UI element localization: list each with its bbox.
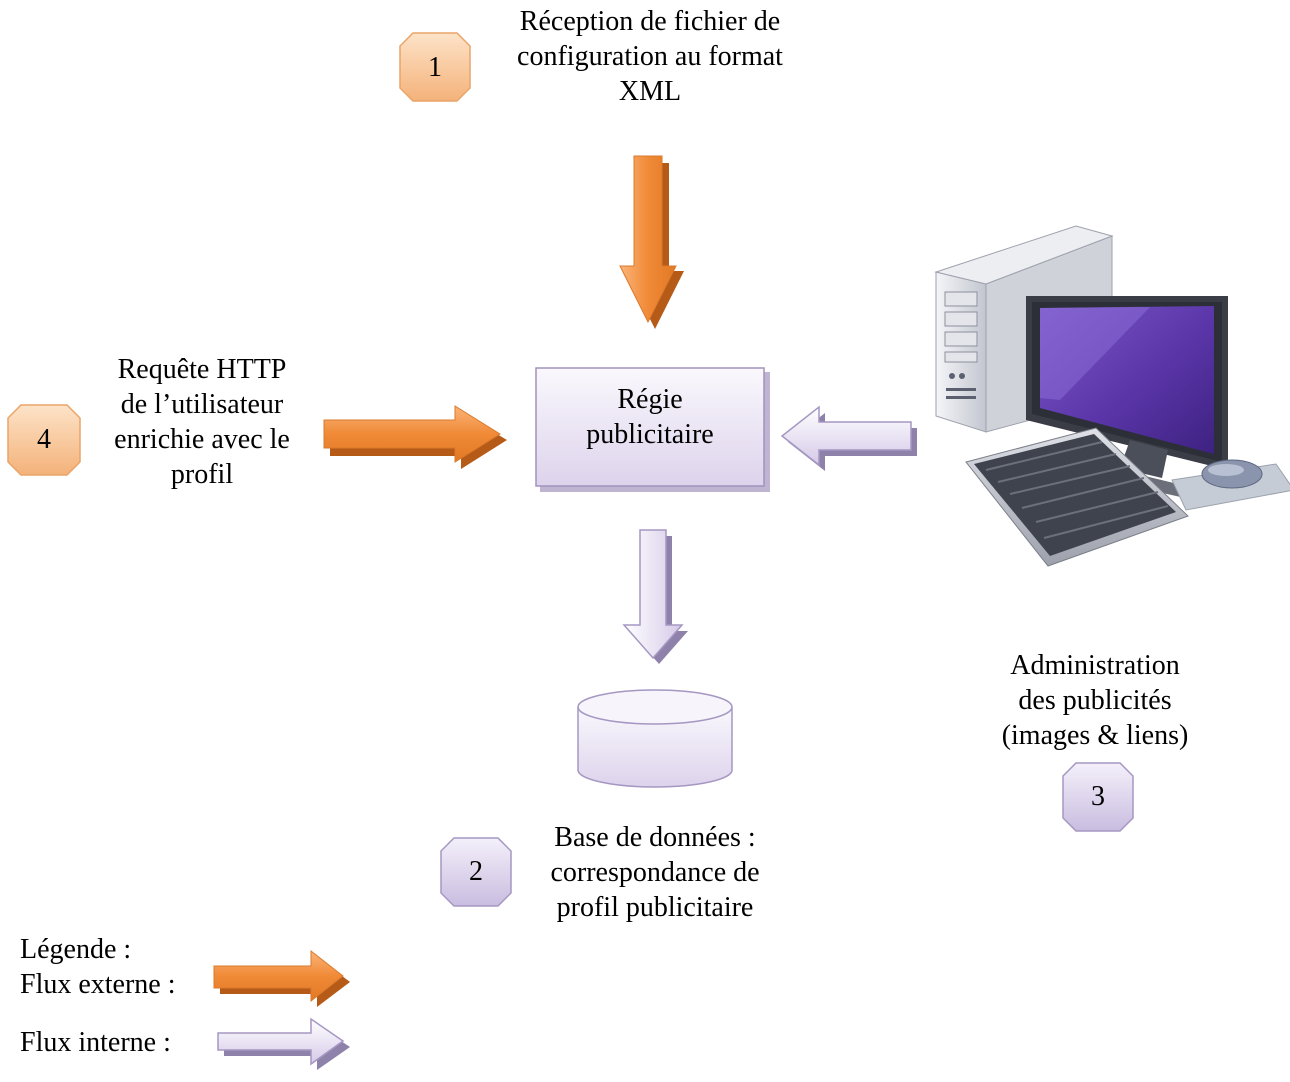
internal-flow-arrow-down [622, 529, 688, 664]
step-badge-1-number: 1 [428, 52, 442, 83]
external-flow-arrow-right [323, 405, 507, 469]
legend-internal-label: Flux interne : [20, 1027, 171, 1058]
step2-label: Base de données : correspondance de prof… [550, 822, 760, 923]
step4-label: Requête HTTP de l’utilisateur enrichie a… [114, 354, 290, 490]
legend-external-arrow [213, 949, 350, 1007]
step-badge-4-number: 4 [37, 424, 51, 455]
database-cylinder-icon [577, 689, 733, 788]
step-badge-4 [7, 404, 81, 476]
legend-external-label: Flux externe : [20, 969, 176, 1000]
legend-title: Légende : [20, 934, 132, 965]
step-badge-1 [399, 32, 471, 102]
computer-workstation-icon [934, 225, 1290, 567]
internal-flow-arrow-left [780, 405, 917, 471]
ad-server-box [535, 367, 770, 492]
step-badge-2-number: 2 [469, 856, 483, 887]
step-badge-3 [1062, 762, 1134, 832]
legend-internal-arrow [217, 1017, 350, 1070]
ad-server-label: Régie publicitaire [586, 384, 714, 450]
step3-label: Administration des publicités (images & … [1001, 650, 1189, 751]
external-flow-arrow-down [619, 155, 684, 329]
step1-label: Réception de fichier de configuration au… [517, 6, 783, 107]
step-badge-2 [440, 837, 512, 907]
step-badge-3-number: 3 [1091, 781, 1105, 812]
